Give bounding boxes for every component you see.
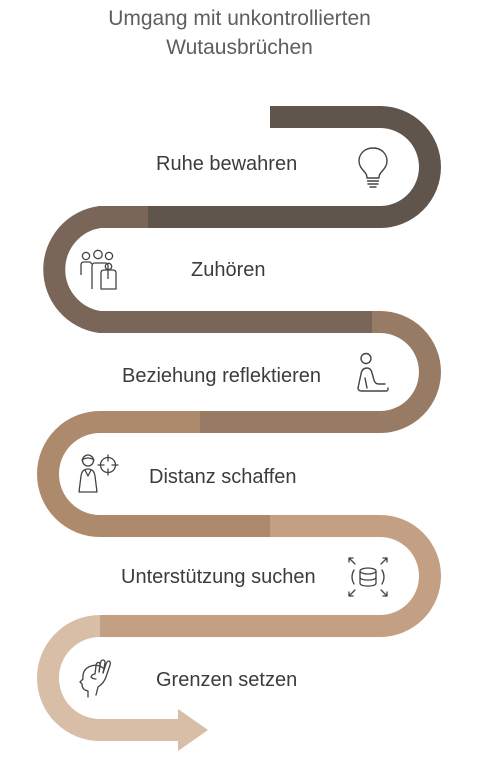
person-target-icon: [78, 454, 119, 493]
title-line-2: Wutausbrüchen: [166, 36, 313, 59]
road-arrowhead: [178, 709, 208, 751]
road-segment-4: [37, 411, 270, 537]
step-label-ruhe-bewahren: Ruhe bewahren: [156, 153, 298, 175]
road-segment-2: [43, 206, 372, 333]
hand-head-icon: [79, 659, 111, 698]
title-line-1: Umgang mit unkontrollierten: [108, 7, 371, 30]
step-label-unterstuetzung-suchen: Unterstützung suchen: [121, 566, 316, 588]
group-people-icon: [80, 249, 117, 290]
diagram-title: Umgang mit unkontrollierten Wutausbrüche…: [0, 4, 479, 62]
road-segment-3: [200, 311, 441, 433]
step-label-beziehung-reflektieren: Beziehung reflektieren: [122, 365, 322, 387]
step-label-distanz-schaffen: Distanz schaffen: [149, 466, 297, 488]
step-label-grenzen-setzen: Grenzen setzen: [156, 669, 298, 691]
lightbulb-icon: [358, 147, 388, 188]
database-expand-icon: [348, 557, 388, 597]
road-segment-5: [100, 515, 441, 637]
person-reflecting-icon: [357, 352, 389, 392]
road-segment-6: [37, 615, 180, 741]
road-segment-1: [148, 106, 441, 228]
step-label-zuhoeren: Zuhören: [191, 259, 266, 281]
